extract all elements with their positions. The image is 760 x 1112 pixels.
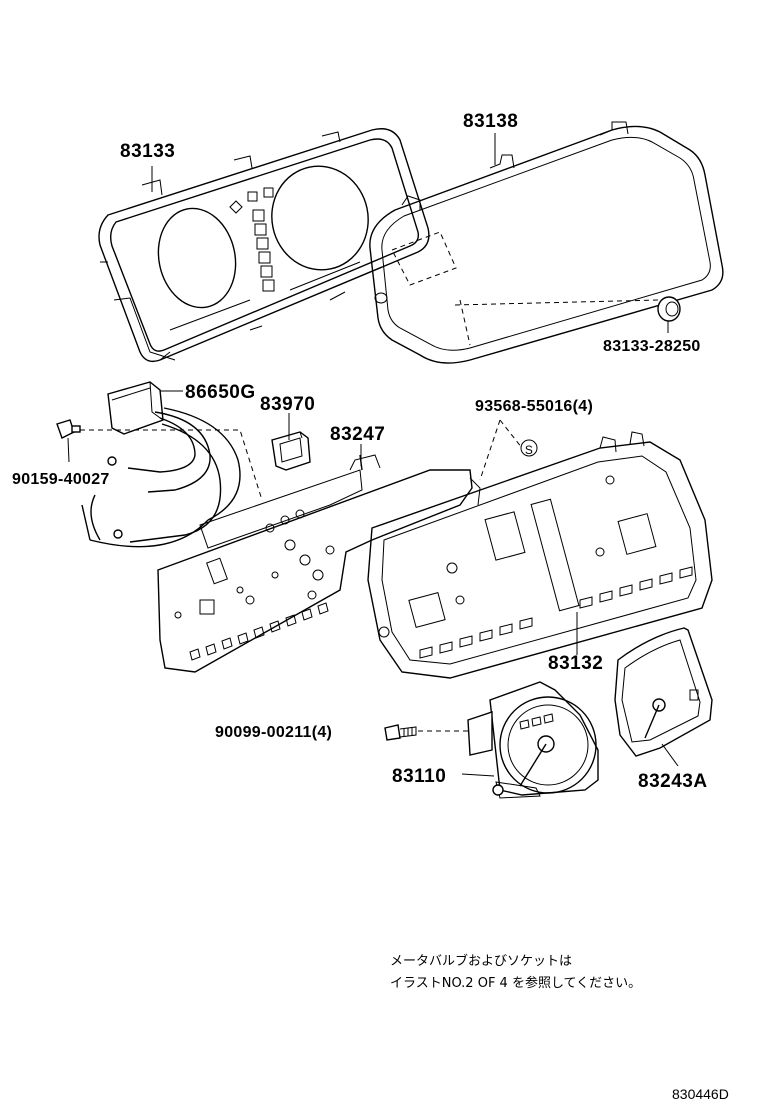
note-line-1: メータバルブおよびソケットは <box>390 954 573 969</box>
note-line-2: イラストNO.2 OF 4 を参照してください。 <box>390 976 642 991</box>
print-circuit-drawing <box>157 454 473 673</box>
cluster-bezel-drawing <box>98 128 430 363</box>
temp-gauge-drawing <box>614 627 713 757</box>
meter-case-drawing <box>367 419 713 679</box>
part-label-90159-40027: 90159-40027 <box>12 471 110 488</box>
part-label-83970: 83970 <box>260 394 315 415</box>
leader-lines <box>67 133 679 777</box>
part-label-83133-28250: 83133-28250 <box>603 338 701 355</box>
speedometer-drawing <box>384 681 599 799</box>
screw-symbol: S <box>525 443 533 457</box>
part-label-86650g: 86650G <box>185 382 256 403</box>
diagram-code: 830446D <box>672 1086 729 1102</box>
screw-symbol-circle <box>520 439 538 457</box>
part-label-90099-00211: 90099-00211(4) <box>215 724 332 741</box>
part-label-83247: 83247 <box>330 424 385 445</box>
part-label-83132: 83132 <box>548 653 603 674</box>
part-label-83243a: 83243A <box>638 771 708 792</box>
part-label-93568-55016: 93568-55016(4) <box>475 398 593 415</box>
part-label-83110: 83110 <box>392 766 446 787</box>
part-label-83133: 83133 <box>120 141 175 162</box>
part-label-83138: 83138 <box>463 111 518 132</box>
socket-drawing <box>271 431 311 471</box>
speed-sensor-drawing <box>56 381 263 548</box>
cluster-cover-drawing <box>369 121 724 364</box>
